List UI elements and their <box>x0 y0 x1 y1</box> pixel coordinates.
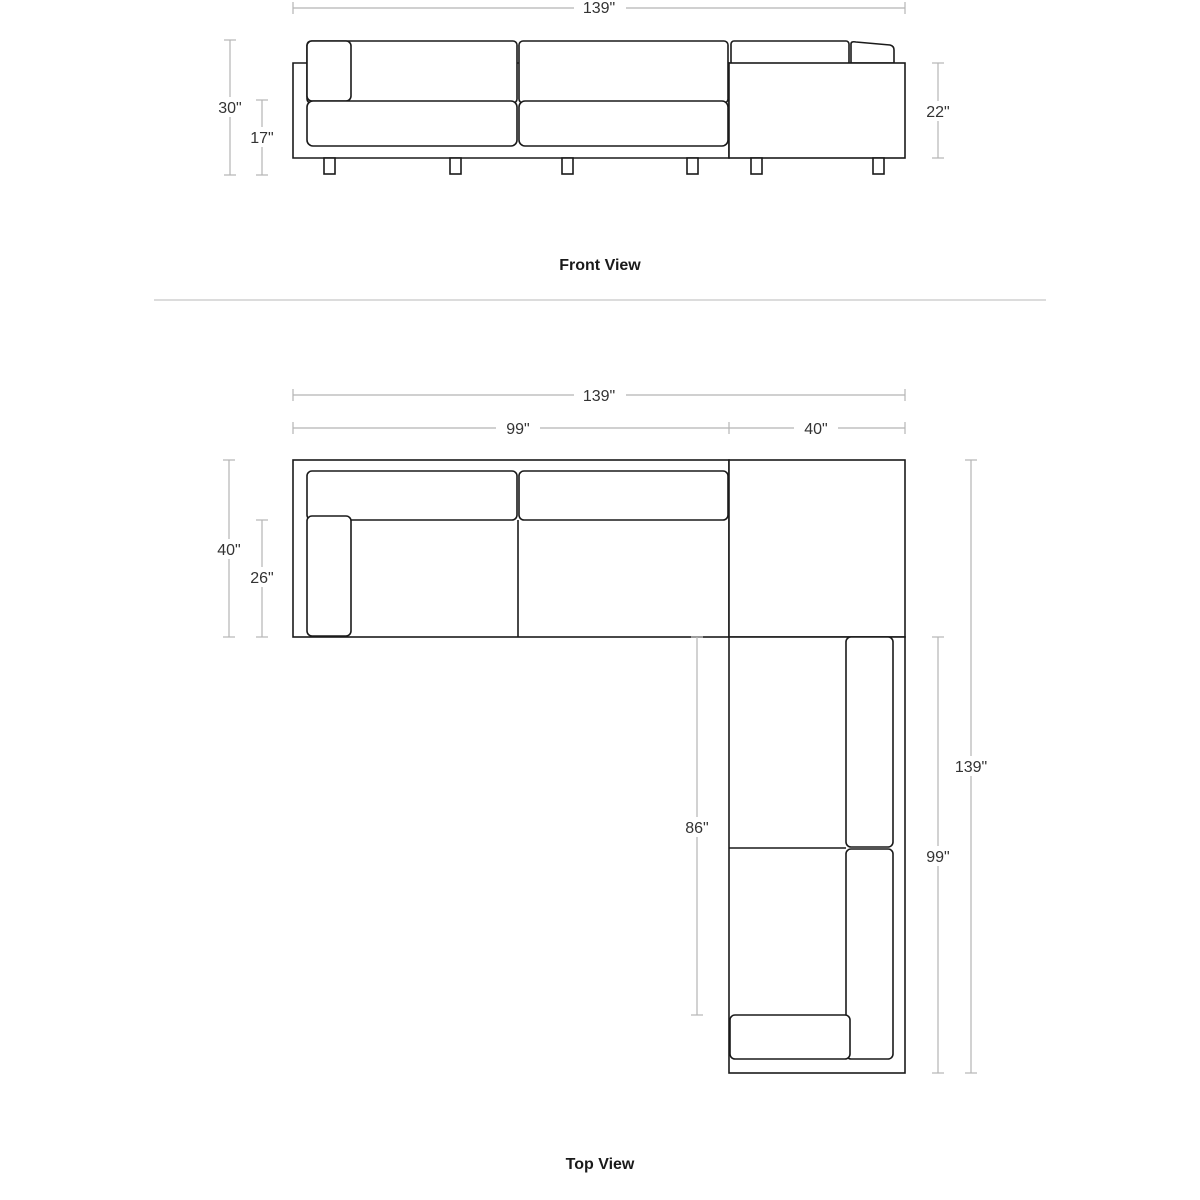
front-leg-5 <box>750 157 763 175</box>
front-dim-overall-width-label: 139" <box>583 0 615 17</box>
front-ottoman <box>728 40 906 159</box>
front-dim-overall-width: 139" <box>292 0 906 17</box>
front-leg-3 <box>561 157 574 175</box>
top-back-cushion-1 <box>306 470 518 521</box>
front-leg-1 <box>323 157 336 175</box>
front-dim-overall-height-label: 30" <box>218 100 241 117</box>
front-dim-ottoman-height: 22" <box>920 62 956 159</box>
front-seat-cushion-1 <box>306 100 518 147</box>
top-dim-chaise-inner-length: 86" <box>679 636 715 1016</box>
front-dim-seat-height: 17" <box>244 99 280 176</box>
front-leg-4 <box>686 157 699 175</box>
top-dim-ottoman-width-label: 40" <box>804 421 827 438</box>
top-chaise-arm-bolster <box>729 1014 851 1060</box>
front-ottoman-body <box>728 62 906 159</box>
front-dim-overall-height: 30" <box>212 39 248 176</box>
front-ottoman-back <box>730 40 850 66</box>
top-corner-ottoman <box>728 459 906 638</box>
front-dim-ottoman-height-label: 22" <box>926 104 949 121</box>
top-dim-seat-depth-label: 26" <box>250 570 273 587</box>
front-seat-cushion-2 <box>518 100 729 147</box>
front-view-label: Front View <box>559 257 641 274</box>
front-ottoman-cushion-end <box>850 40 895 64</box>
top-dim-sofa-width: 99" <box>292 419 730 438</box>
top-dim-overall-depth-label: 40" <box>217 542 240 559</box>
front-sofa <box>292 40 730 159</box>
top-dim-overall-length: 139" <box>948 459 994 1074</box>
top-dim-sofa-width-label: 99" <box>506 421 529 438</box>
top-arm-bolster <box>306 515 352 637</box>
top-dim-seat-depth: 26" <box>244 519 280 638</box>
top-dim-chaise-inner-length-label: 86" <box>685 820 708 837</box>
top-view: 139" 99" 40" 40" <box>211 386 994 1173</box>
front-leg-2 <box>449 157 462 175</box>
front-arm-bolster <box>306 40 352 102</box>
top-chaise <box>728 636 906 1074</box>
front-legs <box>323 157 885 175</box>
front-back-cushion-2 <box>518 40 729 104</box>
top-dim-overall-length-label: 139" <box>955 759 987 776</box>
top-dim-ottoman-width: 40" <box>729 419 906 438</box>
top-chaise-back-cushion-1 <box>845 636 894 848</box>
top-dim-overall-depth: 40" <box>211 459 247 638</box>
top-sofa <box>292 459 730 638</box>
top-back-cushion-2 <box>518 470 729 521</box>
top-dim-chaise-length-label: 99" <box>926 849 949 866</box>
front-leg-6 <box>872 157 885 175</box>
top-view-label: Top View <box>566 1156 635 1173</box>
top-dim-overall-width: 139" <box>292 386 906 405</box>
front-view: 139" <box>212 0 956 274</box>
front-dim-seat-height-label: 17" <box>250 130 273 147</box>
top-dim-chaise-length: 99" <box>920 636 956 1074</box>
top-chaise-back-cushion-2 <box>845 848 894 1060</box>
top-dim-overall-width-label: 139" <box>583 388 615 405</box>
